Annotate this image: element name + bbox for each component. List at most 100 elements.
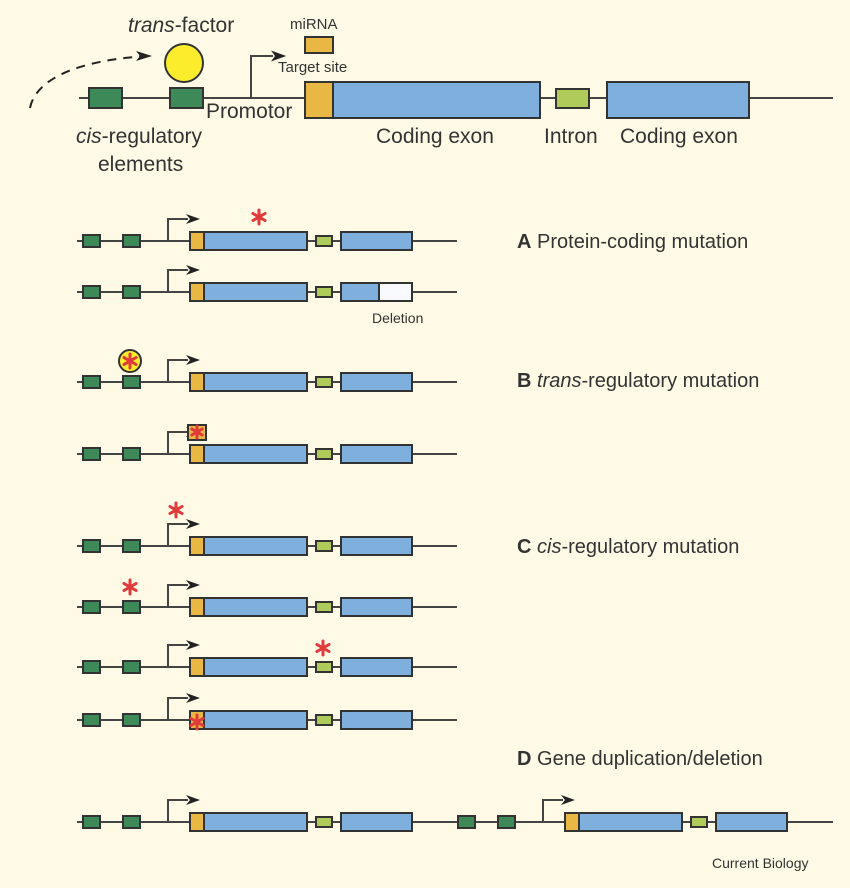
row-c2-cis-2: [122, 600, 141, 614]
row-c4-cis-2: [122, 713, 141, 727]
row-b1-cis-2: [122, 375, 141, 389]
row-c3-cis-1: [82, 660, 101, 674]
row-a2-promoter-arrow-head: [186, 265, 200, 275]
row-d-copy-1-promoter-arrow-stem: [167, 799, 188, 822]
cis-element-1: [88, 87, 123, 109]
row-c2-target-site: [189, 597, 205, 617]
row-c3-promoter-arrow-stem: [167, 644, 188, 667]
row-c1-target-site: [189, 536, 205, 556]
mirna-box: [304, 36, 334, 54]
overview-promoter-arrow-head: [271, 50, 287, 62]
row-b1-promoter-arrow-head: [186, 355, 200, 365]
coding-exon-1-label: Coding exon: [376, 125, 494, 148]
row-c4-cis-1: [82, 713, 101, 727]
mirna-label: miRNA: [290, 16, 338, 33]
row-b1-intron: [315, 376, 333, 388]
row-d-copy-1-target-site: [189, 812, 205, 832]
dashed-arrow-head: [136, 51, 152, 61]
target-site-box: [304, 81, 334, 119]
mutation-star-trans-factor: [122, 352, 138, 370]
intron-label: Intron: [544, 125, 598, 148]
mutation-star-mirna: [190, 424, 204, 440]
row-d-copy-1-cis-1: [82, 815, 101, 829]
row-c3-target-site: [189, 657, 205, 677]
journal-credit: Current Biology: [712, 855, 809, 871]
row-a1-exon-1: [203, 231, 308, 251]
row-c3-exon-1: [203, 657, 308, 677]
trans-factor-circle: [164, 43, 204, 83]
intron-box: [555, 88, 590, 109]
panel-b-title: B trans-regulatory mutation: [517, 370, 760, 392]
row-a1-cis-1: [82, 234, 101, 248]
row-c3-intron: [315, 661, 333, 673]
row-c1-intron: [315, 540, 333, 552]
row-d-copy-2-intron: [690, 816, 708, 828]
cis-element-2: [169, 87, 204, 109]
row-d-copy-1-intron: [315, 816, 333, 828]
row-c3-promoter-arrow-head: [186, 640, 200, 650]
row-b2-promoter-arrow-stem: [167, 431, 188, 454]
row-b2-target-site: [189, 444, 205, 464]
coding-exon-2-label: Coding exon: [620, 125, 738, 148]
row-c2-exon-2: [340, 597, 413, 617]
coding-exon-2: [606, 81, 750, 119]
promotor-label: Promotor: [206, 100, 293, 123]
row-d-copy-1-exon-2: [340, 812, 413, 832]
row-b1-target-site: [189, 372, 205, 392]
row-d-copy-2-promoter-arrow-head: [561, 795, 575, 805]
mutation-star-target-site: [189, 713, 205, 731]
row-b1-promoter-arrow-stem: [167, 359, 188, 382]
row-a1-exon-2: [340, 231, 413, 251]
row-a2-deletion-box: [378, 282, 413, 302]
row-a1-promoter-arrow-head: [186, 214, 200, 224]
mutation-star-intron: [315, 639, 331, 657]
row-d-copy-2-exon-1: [578, 812, 683, 832]
row-c2-promoter-arrow-head: [186, 580, 200, 590]
row-c1-cis-1: [82, 539, 101, 553]
row-c1-cis-2: [122, 539, 141, 553]
panel-d-title: D Gene duplication/deletion: [517, 748, 763, 770]
row-a1-cis-2: [122, 234, 141, 248]
row-c1-exon-2: [340, 536, 413, 556]
row-c2-intron: [315, 601, 333, 613]
row-c3-exon-2: [340, 657, 413, 677]
row-a2-intron: [315, 286, 333, 298]
row-a1-promoter-arrow-stem: [167, 218, 188, 241]
row-b2-intron: [315, 448, 333, 460]
row-b1-exon-2: [340, 372, 413, 392]
row-d-copy-1-promoter-arrow-head: [186, 795, 200, 805]
panel-c-title: C cis-regulatory mutation: [517, 536, 740, 558]
row-b1-exon-1: [203, 372, 308, 392]
row-b1-cis-1: [82, 375, 101, 389]
dashed-arrow: [29, 55, 149, 109]
row-a2-cis-2: [122, 285, 141, 299]
row-a1-target-site: [189, 231, 205, 251]
row-c1-promoter-arrow-stem: [167, 523, 188, 546]
row-d-copy-2-exon-2: [715, 812, 788, 832]
row-c4-exon-1: [203, 710, 308, 730]
row-d-copy-2-target-site: [564, 812, 580, 832]
row-a1-intron: [315, 235, 333, 247]
row-c1-exon-1: [203, 536, 308, 556]
row-b2-exon-2: [340, 444, 413, 464]
row-b2-exon-1: [203, 444, 308, 464]
row-c4-promoter-arrow-head: [186, 693, 200, 703]
row-a2-promoter-arrow-stem: [167, 269, 188, 292]
mutation-star-cis-element: [122, 578, 138, 596]
panel-a-title: A Protein-coding mutation: [517, 231, 749, 253]
overview-promoter-arrow-stem: [250, 55, 273, 98]
row-d-copy-1-exon-1: [203, 812, 308, 832]
row-c4-promoter-arrow-stem: [167, 697, 188, 720]
cis-elements-label: cis-regulatory: [76, 125, 203, 148]
row-c2-promoter-arrow-stem: [167, 584, 188, 607]
cis-elements-label-line2: elements: [98, 153, 184, 176]
row-a2-exon-2: [340, 282, 380, 302]
coding-exon-1: [332, 81, 541, 119]
row-c3-cis-2: [122, 660, 141, 674]
row-c1-promoter-arrow-head: [186, 519, 200, 529]
target-site-label: Target site: [278, 59, 348, 76]
row-a2-target-site: [189, 282, 205, 302]
mutation-star-promoter: [168, 501, 184, 519]
row-d-copy-2-cis-2: [497, 815, 516, 829]
mutation-star-exon: [251, 208, 267, 226]
